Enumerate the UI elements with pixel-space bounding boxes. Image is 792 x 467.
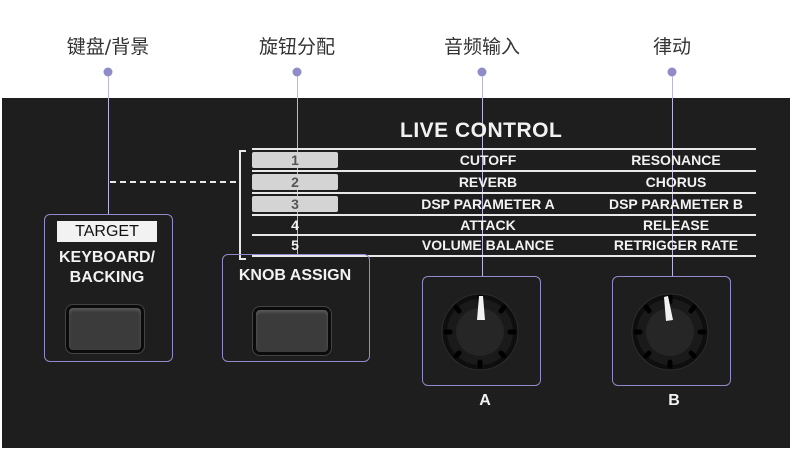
callout-knob-assign: 旋钮分配 <box>258 36 336 58</box>
leader-line-audio-input <box>482 76 483 276</box>
knob-b-highlight <box>612 276 731 386</box>
keyboard-label-line1: KEYBOARD/ <box>58 249 155 266</box>
row-number: 1 <box>252 152 338 168</box>
leader-line-keyboard <box>108 76 109 214</box>
row-number: 5 <box>291 237 299 253</box>
keyboard-backing-label: KEYBOARD/ BACKING <box>40 248 174 288</box>
target-link-dotted-line <box>110 181 236 183</box>
table-rule-top <box>252 148 756 150</box>
callout-dot-groove <box>667 67 677 77</box>
target-badge: TARGET <box>57 221 157 242</box>
row-number: 3 <box>252 196 338 212</box>
knob-b-label: B <box>668 392 680 409</box>
callout-keyboard-backing: 键盘/背景 <box>66 36 150 58</box>
live-control-row: 3 DSP PARAMETER A DSP PARAMETER B <box>252 194 756 214</box>
live-control-row: 1 CUTOFF RESONANCE <box>252 150 756 170</box>
live-control-row: 2 REVERB CHORUS <box>252 172 756 192</box>
callout-dot-knob-assign <box>292 67 302 77</box>
keyboard-backing-highlight <box>44 214 173 362</box>
knob-assign-button[interactable] <box>253 307 331 355</box>
row-param-b: RESONANCE <box>631 152 721 168</box>
row-param-b: CHORUS <box>645 174 707 190</box>
callout-groove: 律动 <box>652 36 692 58</box>
control-panel <box>2 98 790 448</box>
knob-a-label: A <box>479 392 491 409</box>
knob-b[interactable] <box>620 280 720 380</box>
live-control-title: LIVE CONTROL <box>400 119 563 142</box>
knob-assign-label: KNOB ASSIGN <box>238 267 352 284</box>
backing-label-line2: BACKING <box>69 269 145 286</box>
knob-b-pointer <box>664 296 673 321</box>
row-param-a: ATTACK <box>460 217 516 233</box>
row-number: 2 <box>252 174 338 190</box>
live-control-bracket <box>239 150 246 260</box>
row-param-a: REVERB <box>458 174 518 190</box>
callout-dot-keyboard <box>103 67 113 77</box>
row-number: 4 <box>291 217 299 233</box>
knob-a-highlight <box>422 276 541 386</box>
table-rule <box>252 234 756 236</box>
table-rule <box>252 170 756 172</box>
row-param-b: RETRIGGER RATE <box>613 237 739 253</box>
live-control-row: 5 VOLUME BALANCE RETRIGGER RATE <box>252 235 756 255</box>
row-param-a: CUTOFF <box>459 152 517 168</box>
callout-dot-audio-input <box>477 67 487 77</box>
table-rule <box>252 192 756 194</box>
row-param-a: DSP PARAMETER A <box>421 196 555 212</box>
table-rule-bottom <box>252 255 756 257</box>
row-param-a: VOLUME BALANCE <box>421 237 555 253</box>
knob-a-pointer <box>477 296 485 320</box>
callout-audio-input: 音频输入 <box>443 36 521 58</box>
knob-assign-highlight <box>222 254 370 362</box>
table-rule <box>252 214 756 216</box>
leader-line-groove <box>672 76 673 276</box>
keyboard-backing-button[interactable] <box>66 305 144 353</box>
row-param-b: RELEASE <box>642 217 710 233</box>
row-param-b: DSP PARAMETER B <box>608 196 744 212</box>
live-control-row: 4 ATTACK RELEASE <box>252 215 756 235</box>
knob-a[interactable] <box>430 280 530 380</box>
